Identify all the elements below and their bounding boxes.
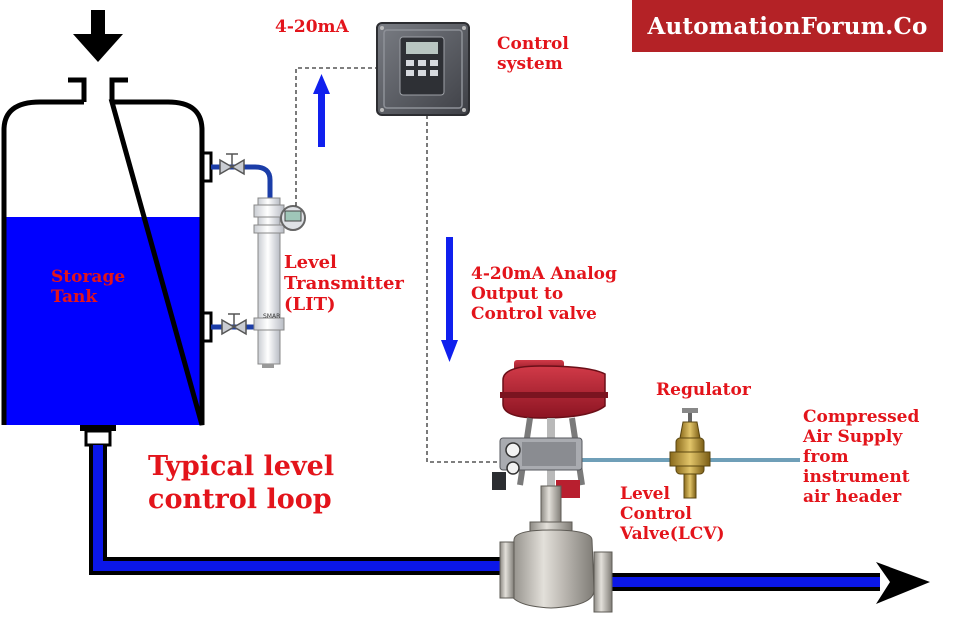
impulse-tubing [211, 153, 273, 336]
arrow-up-icon [313, 74, 330, 147]
arrow-down-icon [441, 237, 458, 362]
regulator-label: Regulator [656, 380, 751, 400]
control-system-unit [376, 22, 470, 116]
arrow-down-icon [73, 10, 123, 62]
signal-wiring [295, 67, 500, 463]
outlet-pipe [89, 445, 880, 591]
control-system-label: Control system [497, 34, 569, 75]
level-transmitter: SMAR [253, 197, 306, 368]
level-transmitter-label: Level Transmitter (LIT) [284, 252, 404, 316]
storage-tank-label: Storage Tank [51, 267, 126, 308]
isolation-valve-icon [219, 153, 245, 176]
signal-in-label: 4-20mA [275, 17, 349, 37]
regulator [669, 408, 711, 499]
analog-output-label: 4-20mA Analog Output to Control valve [471, 264, 617, 325]
liquid-level [4, 217, 202, 425]
transmitter-brand: SMAR [263, 313, 280, 320]
air-supply-label: Compressed Air Supply from instrument ai… [803, 407, 920, 508]
isolation-valve-icon [221, 313, 247, 336]
brand-banner: AutomationForum.Co [632, 0, 943, 52]
diagram-title: Typical level control loop [148, 451, 335, 515]
storage-tank [1, 77, 213, 447]
control-valve [492, 360, 613, 613]
control-valve-label: Level Control Valve(LCV) [620, 484, 725, 545]
arrow-right-icon [876, 562, 930, 604]
